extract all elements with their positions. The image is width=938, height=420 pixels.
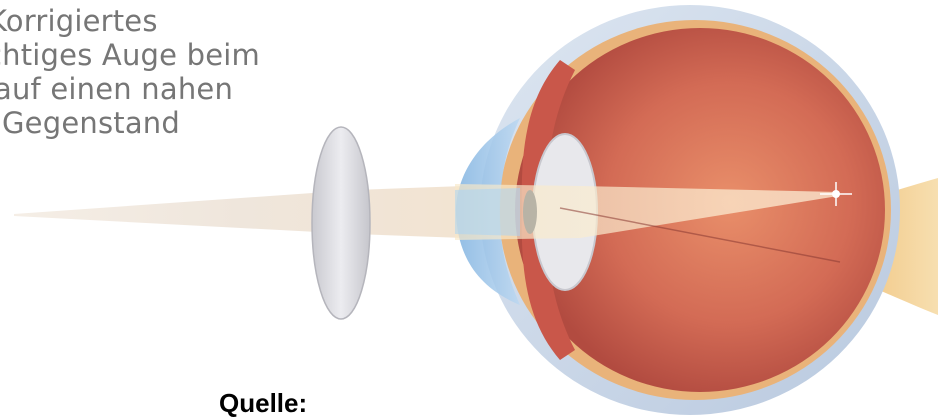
light-beam [14,184,520,240]
source-label: Quelle: [219,388,307,419]
caption-text: Korrigiertes chtiges Auge beim auf einen… [0,4,260,140]
caption-line: chtiges Auge beim [0,38,260,72]
caption-line: Gegenstand [2,106,260,140]
caption-line: auf einen nahen [0,72,260,106]
caption-line: Korrigiertes [0,4,260,38]
